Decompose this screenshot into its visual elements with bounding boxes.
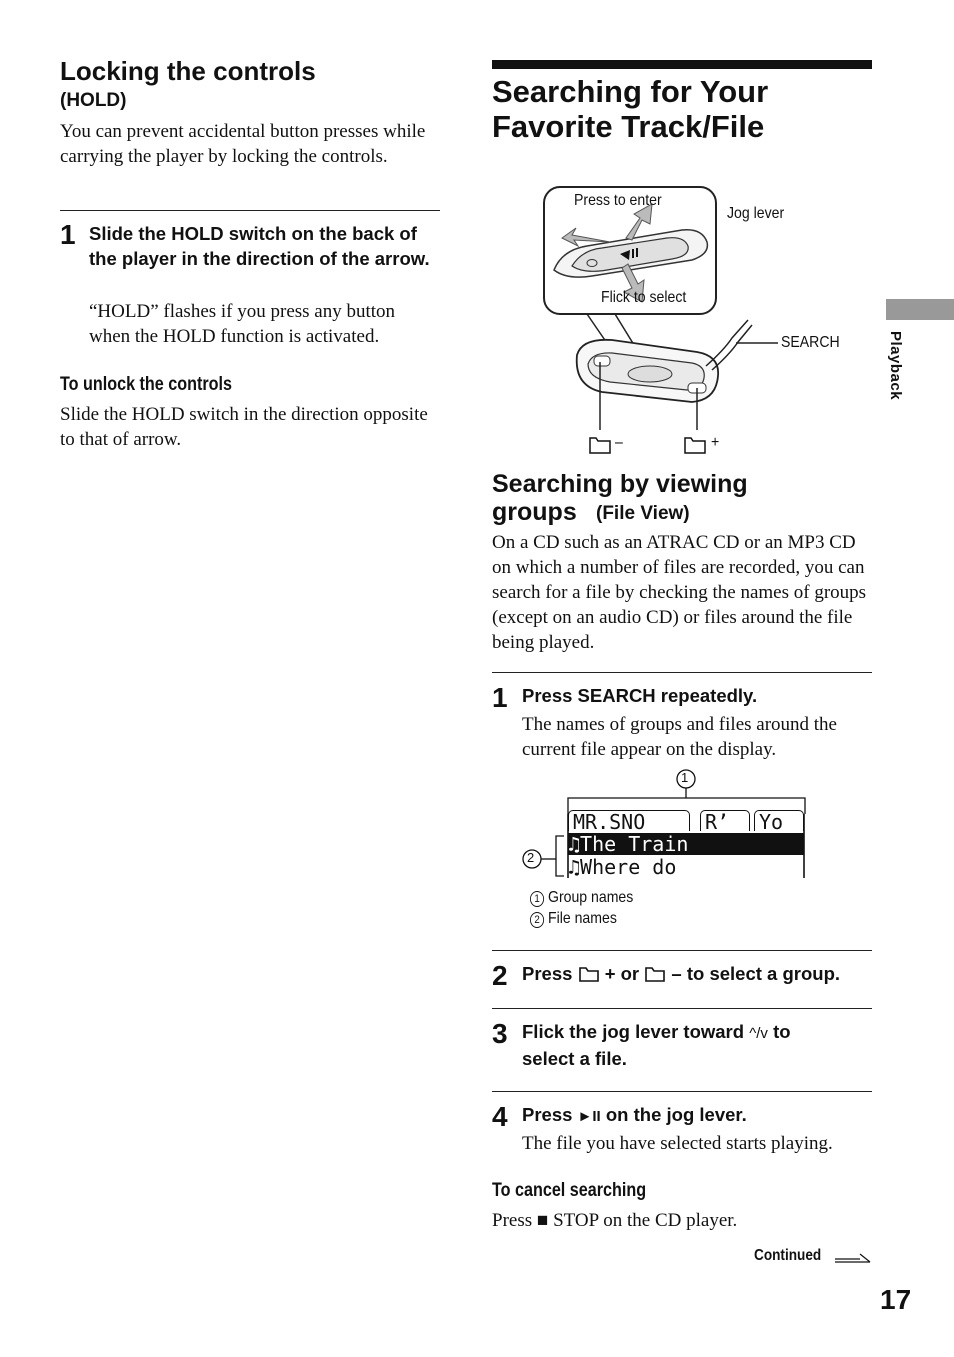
jog-lever-illustration — [543, 186, 778, 454]
lever-slot — [571, 237, 689, 272]
step-title: Press + or – to select a group. — [522, 963, 841, 984]
play-pause-icon — [620, 250, 630, 260]
step-number: 3 — [492, 1018, 508, 1049]
press-arrow-icon — [561, 227, 611, 248]
label-jog-lever: Jog lever — [727, 205, 785, 222]
lever-dot — [586, 259, 598, 267]
callout-2-number: 2 — [527, 850, 535, 865]
legend-number-2: 2 — [530, 912, 545, 928]
group-name: Yo — [754, 810, 804, 833]
flick-down-arrow-icon — [621, 263, 645, 303]
continued-label: Continued — [754, 1247, 822, 1264]
step-number: 1 — [60, 219, 76, 250]
lcd-group-row: MR.SNO R’Yo — [568, 810, 804, 833]
cancel-body: Press ■ STOP on the CD player. — [492, 1210, 738, 1231]
cable — [705, 319, 749, 367]
file-name: Where do — [580, 855, 677, 879]
step-number: 1 — [492, 682, 508, 713]
up-down-arrows-icon: ^/v — [749, 1025, 768, 1042]
folder-minus-icon — [589, 437, 611, 454]
continued-arrow-icon — [835, 1253, 871, 1263]
step-body: “HOLD” flashes if you press any button w… — [89, 301, 396, 347]
unlock-body: Slide the HOLD switch in the direction o… — [60, 404, 428, 450]
step-body: The names of groups and files around the… — [522, 714, 837, 760]
label-folder-minus: – — [615, 434, 623, 451]
display-bracket-lines — [522, 769, 806, 878]
step-number: 4 — [492, 1101, 508, 1132]
side-tab-label: Playback — [887, 331, 904, 401]
group-name: MR.SNO — [568, 810, 690, 833]
unlock-heading: To unlock the controls — [60, 374, 232, 395]
callout-1-number: 1 — [681, 770, 689, 785]
legend-file-names: 2 File names — [530, 910, 617, 928]
section-subtitle-hold: (HOLD) — [60, 90, 127, 111]
step-title: Press ►II on the jog lever. — [522, 1104, 747, 1125]
step-body: The file you have selected starts playin… — [522, 1133, 833, 1154]
page-number: 17 — [880, 1284, 912, 1315]
divider — [492, 1091, 872, 1092]
label-flick-to-select: Flick to select — [601, 289, 687, 306]
step-number: 2 — [492, 960, 508, 991]
lcd-file-row: ♫Where do — [568, 856, 804, 878]
play-pause-icon: ►II — [577, 1108, 601, 1125]
divider — [60, 210, 440, 211]
label-folder-plus: + — [711, 434, 720, 451]
section-title-locking: Locking the controls — [60, 56, 316, 86]
music-note-icon: ♫ — [568, 832, 581, 856]
legend-group-names: 1 Group names — [530, 889, 633, 907]
title-bar — [492, 60, 872, 69]
section-title-file-view: Searching by viewing groups — [492, 470, 822, 526]
divider — [492, 950, 872, 951]
folder-icon — [645, 967, 666, 982]
folder-icon — [578, 967, 599, 982]
side-tab-bar — [886, 299, 954, 320]
step-title: Flick the jog lever toward ^/v to select… — [522, 1021, 791, 1069]
locking-intro: You can prevent accidental button presse… — [60, 121, 426, 167]
legend-number-1: 1 — [530, 891, 545, 907]
page-title: Searching for Your Favorite Track/File — [492, 74, 769, 144]
file-name: The Train — [580, 832, 689, 856]
step-title: Press SEARCH repeatedly. — [522, 685, 758, 706]
step-title: Slide the HOLD switch on the back of the… — [89, 223, 430, 269]
lcd-file-row-selected: ♫The Train — [568, 833, 804, 855]
file-view-intro: On a CD such as an ATRAC CD or an MP3 CD… — [492, 532, 867, 653]
label-press-to-enter: Press to enter — [574, 192, 662, 209]
divider — [492, 672, 872, 673]
music-note-icon: ♫ — [568, 855, 581, 879]
flick-up-arrow-icon — [625, 203, 653, 241]
section-title-text: Searching by viewing groups — [492, 470, 748, 526]
folder-plus-icon — [684, 437, 706, 454]
divider — [492, 1008, 872, 1009]
cancel-heading: To cancel searching — [492, 1180, 647, 1201]
group-name: R’ — [700, 810, 750, 833]
label-search: SEARCH — [781, 334, 840, 351]
lcd-display: MR.SNO R’Yo ♫The Train ♫Where do — [568, 806, 808, 878]
section-subtitle-file-view: (File View) — [596, 503, 690, 524]
